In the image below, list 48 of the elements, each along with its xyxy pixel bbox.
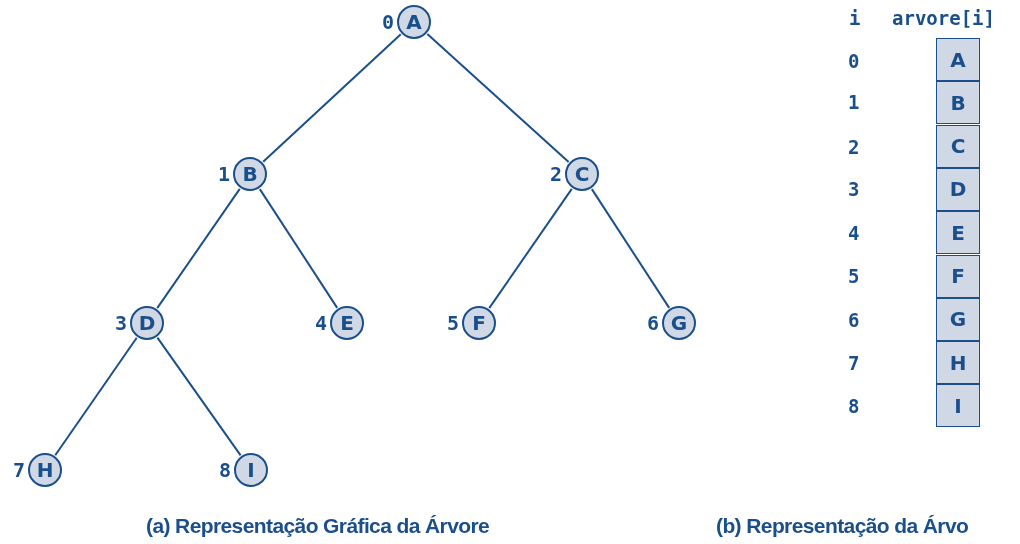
tree-node-circle: D [130,306,164,340]
node-index: 1 [217,162,230,186]
array-index: 4 [848,222,860,244]
tree-node-circle: B [233,157,267,191]
node-index: 7 [12,458,25,482]
array-index: 7 [848,352,860,374]
column-header: i [849,7,861,29]
array-cell: D [936,167,980,211]
tree-edge-line [590,188,671,309]
tree-edge-line [426,33,570,163]
node-index: 2 [549,162,562,186]
node-index: 4 [314,311,327,335]
tree-node-circle: G [662,306,696,340]
tree-node-circle: H [28,453,62,487]
column-header: arvore[i] [892,7,995,29]
node-index: 5 [446,311,459,335]
array-cell: A [936,38,980,81]
array-cell: C [936,124,980,168]
array-cell: G [936,297,980,341]
caption: (b) Representação da Árvo [716,513,969,539]
array-cell: E [936,211,980,255]
tree-edge-line [258,188,339,309]
array-cell: H [936,341,980,385]
node-index: 3 [114,311,127,335]
array-index: 3 [848,178,860,200]
array-index: 0 [848,50,860,72]
node-index: 0 [381,10,394,34]
array-index: 6 [848,309,860,331]
tree-edge-line [262,33,402,163]
array-index: 8 [848,395,860,417]
array-index: 5 [848,265,860,287]
array-cell: F [936,254,980,298]
tree-node-circle: A [397,5,431,39]
tree-edge-line [488,187,573,310]
array-cell: B [936,81,980,125]
array-index: 1 [848,91,860,113]
array-cell: I [936,384,980,428]
tree-node-circle: E [330,306,364,340]
tree-node-circle: F [462,306,496,340]
tree-node-circle: C [565,157,599,191]
tree-edge-line [54,336,138,457]
caption: (a) Representação Gráfica da Árvore [146,513,490,539]
tree-node-circle: I [234,453,268,487]
node-index: 6 [646,311,659,335]
node-index: 8 [218,458,231,482]
tree-edge-line [156,187,241,310]
array-index: 2 [848,136,860,158]
tree-edge-line [156,336,242,457]
